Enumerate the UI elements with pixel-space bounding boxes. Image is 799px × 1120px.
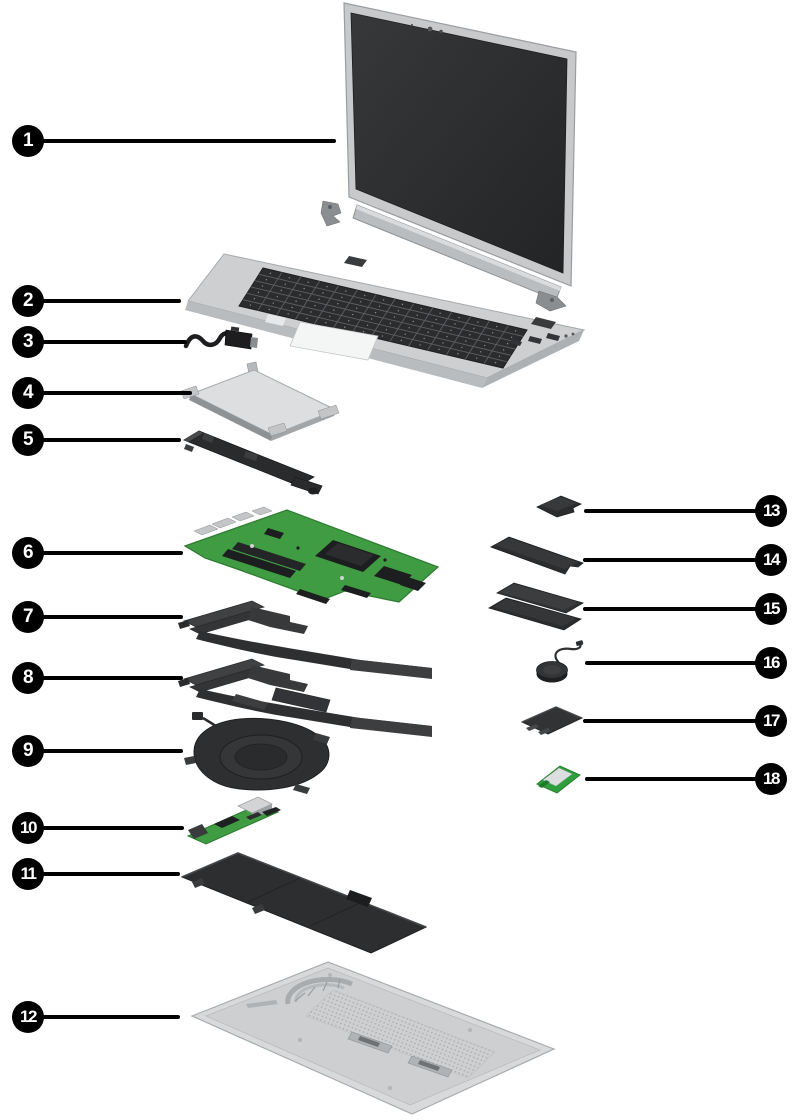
callout-9: 9 [12,735,44,767]
callout-line-18 [585,777,771,781]
callout-18: 18 [755,763,787,795]
callout-line-3 [28,340,187,344]
speaker-art [183,430,323,495]
power-connector-cable-art [183,326,258,350]
callout-17: 17 [755,705,787,737]
display-assembly-art [320,2,577,312]
callout-line-17 [583,719,771,723]
callout-line-2 [28,299,181,303]
callout-line-6 [28,551,183,555]
callout-2: 2 [12,285,44,317]
heat-sink-art [178,600,432,679]
callout-line-14 [583,558,771,562]
small-module-art [536,495,582,518]
callout-line-11 [28,872,180,876]
ssd-art [490,536,584,575]
callout-7: 7 [12,601,44,633]
system-board-art [183,506,440,604]
callout-line-4 [28,391,192,395]
battery-art [180,852,428,954]
webcam-icon [427,26,433,32]
bottom-cover-art [190,961,556,1115]
callout-15: 15 [755,593,787,625]
wlan-module-art [536,765,581,794]
callout-line-9 [28,749,183,753]
callout-12: 12 [12,1001,44,1033]
touchpad-cutout [289,321,379,361]
callout-line-16 [585,661,771,665]
callout-line-7 [28,615,183,619]
callout-4: 4 [12,377,44,409]
callout-line-15 [583,607,771,611]
side-port-icon [546,333,560,341]
rtc-battery-art [536,640,584,683]
callout-line-5 [28,438,181,442]
callout-1: 1 [12,125,44,157]
callout-6: 6 [12,537,44,569]
callout-10: 10 [12,812,44,844]
top-cover-keyboard-art [185,253,586,388]
callout-14: 14 [755,544,787,576]
ssd-shield-art [488,582,585,631]
callout-5: 5 [12,424,44,456]
callout-11: 11 [12,858,44,890]
callout-line-13 [584,509,771,513]
callout-line-8 [28,676,183,680]
flat-module-art [520,706,584,735]
callout-8: 8 [12,662,44,694]
callout-line-10 [28,826,184,830]
fan-art [184,712,330,794]
callout-3: 3 [12,326,44,358]
callout-13: 13 [755,495,787,527]
callout-line-12 [28,1015,180,1019]
callout-16: 16 [755,647,787,679]
callout-line-1 [28,139,336,143]
touchpad-art [180,361,340,441]
usb-board-art [186,796,281,845]
heat-sink-fan-variant-art [177,658,433,738]
